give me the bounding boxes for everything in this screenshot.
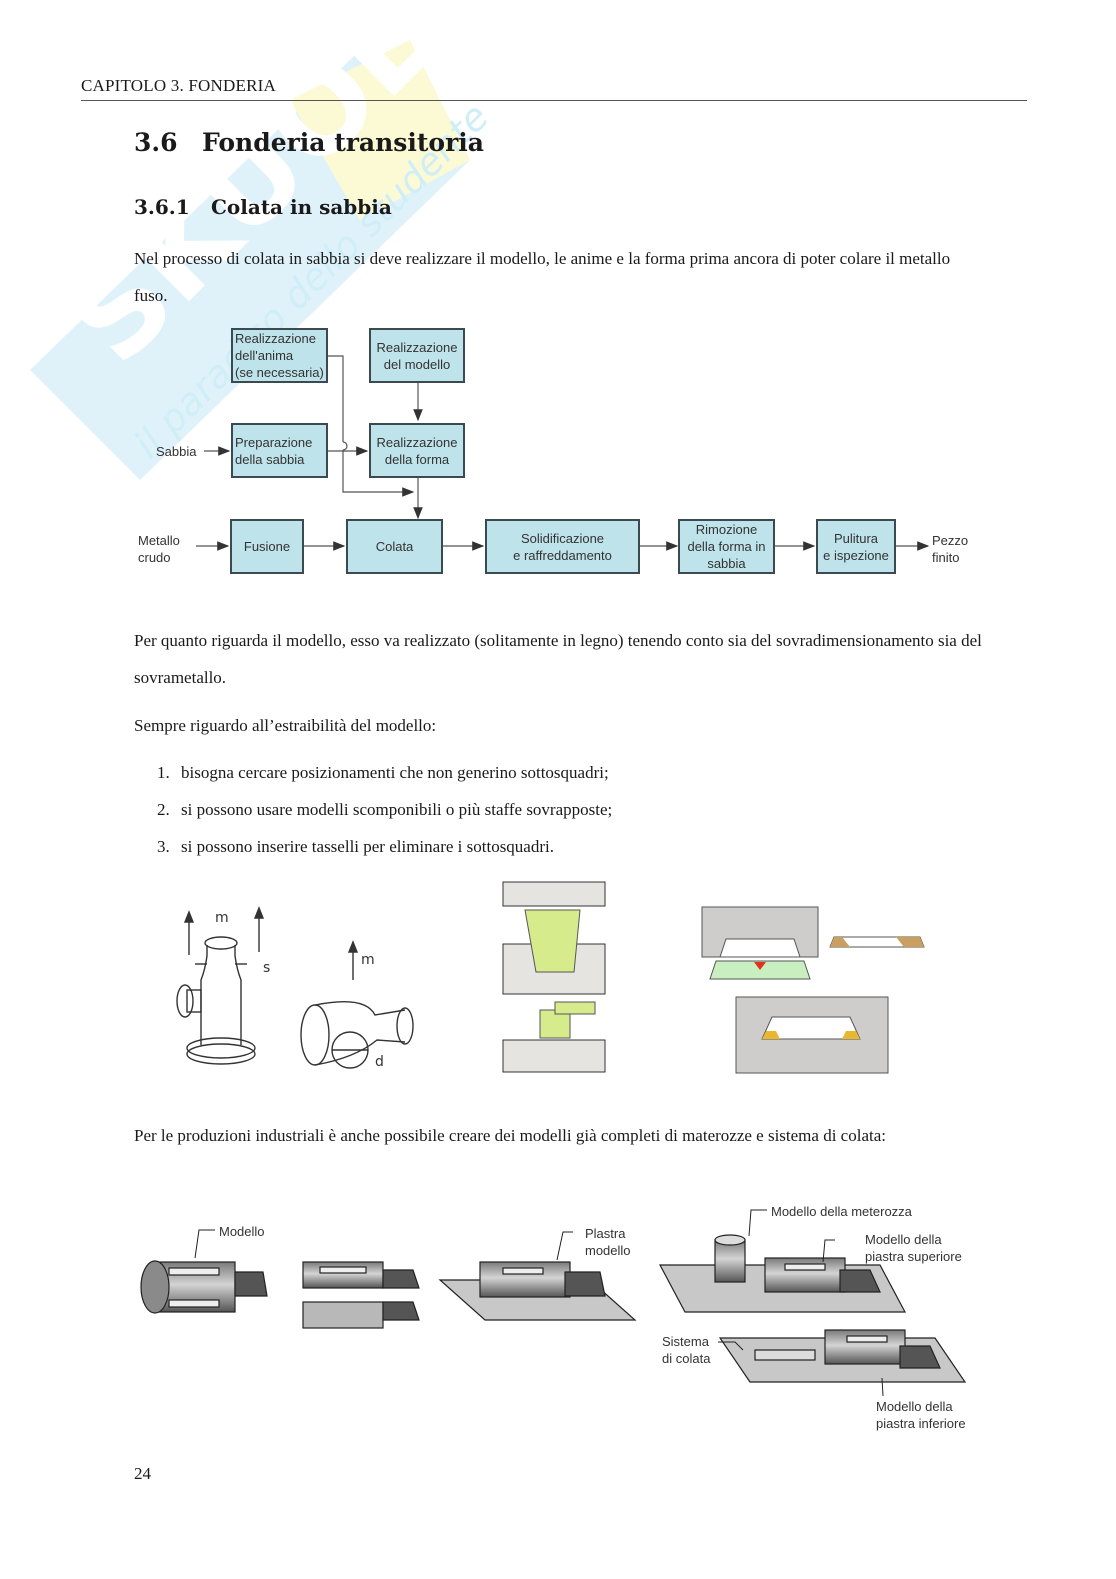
label-line: piastra inferiore bbox=[876, 1416, 966, 1431]
subsection-title: Colata in sabbia bbox=[211, 195, 392, 219]
figure-stacked-flasks bbox=[500, 880, 610, 1075]
box-text: della forma in bbox=[687, 539, 766, 554]
section-title: Fonderia transitoria bbox=[202, 128, 484, 157]
estraibilita-paragraph: Sempre riguardo all’estraibilità del mod… bbox=[134, 716, 437, 735]
label-piastra-inferiore: Modello della piastra inferiore bbox=[876, 1398, 966, 1432]
subsection-heading: 3.6.1 Colata in sabbia bbox=[134, 195, 392, 219]
list-text: si possono usare modelli scomponibili o … bbox=[181, 800, 613, 819]
label-modello-materozza: Modello della meterozza bbox=[771, 1204, 912, 1219]
box-text: della forma bbox=[384, 451, 450, 467]
box-text: sabbia bbox=[707, 556, 746, 571]
box-text: Realizzazione bbox=[376, 339, 458, 355]
figure-tasselli bbox=[700, 905, 930, 1075]
box-colata: Colata bbox=[346, 519, 443, 574]
input-sabbia: Sabbia bbox=[156, 444, 197, 459]
list-item: 3. si possono inserire tasselli per elimi… bbox=[157, 828, 977, 865]
box-text: della sabbia bbox=[235, 451, 305, 467]
estraibilita-list: 1. bisogna cercare posizionamenti che non… bbox=[157, 754, 977, 865]
list-number: 1. bbox=[157, 763, 170, 782]
section-heading: 3.6 Fonderia transitoria bbox=[134, 128, 484, 157]
label-line: finito bbox=[932, 550, 960, 565]
label-d: d bbox=[375, 1054, 384, 1070]
box-text: Realizzazione bbox=[376, 434, 458, 450]
label-line: crudo bbox=[138, 550, 171, 565]
box-text: Pulitura bbox=[833, 530, 879, 546]
stacked-flasks-sketch bbox=[502, 881, 606, 1073]
label-line: Pezzo bbox=[932, 533, 969, 548]
intro-paragraph: Nel processo di colata in sabbia si deve… bbox=[134, 249, 951, 305]
label-m2: m bbox=[361, 952, 375, 968]
label-m: m bbox=[215, 910, 229, 926]
box-text: Realizzazione bbox=[235, 331, 316, 346]
model-orientation-sketch: m s m d bbox=[176, 906, 414, 1070]
sand-casting-flowchart: Realizzazione dell'anima (se necessaria) R… bbox=[130, 320, 990, 590]
header-rule bbox=[81, 100, 1027, 101]
label-plastra-modello: Plastra modello bbox=[585, 1225, 631, 1259]
list-item: 2. si possono usare modelli scomponibili … bbox=[157, 791, 977, 828]
label-line: modello bbox=[585, 1243, 631, 1258]
box-realizzazione-anima: Realizzazione dell'anima (se necessaria) bbox=[231, 328, 328, 383]
box-fusione: Fusione bbox=[230, 519, 304, 574]
box-rimozione-forma: Rimozione della forma in sabbia bbox=[678, 519, 775, 574]
label-line: Modello della bbox=[876, 1399, 953, 1414]
box-text: Rimozione bbox=[695, 522, 758, 537]
box-text: e raffreddamento bbox=[513, 547, 612, 563]
label-sistema-colata: Sistema di colata bbox=[662, 1333, 710, 1367]
list-text: bisogna cercare posizionamenti che non g… bbox=[181, 763, 609, 782]
label-line: Metallo bbox=[138, 533, 180, 548]
modello-paragraph: Per quanto riguarda il modello, esso va … bbox=[134, 631, 982, 687]
box-text: (se necessaria) bbox=[235, 365, 324, 380]
flowchart-arrows bbox=[196, 355, 930, 551]
output-pezzo-finito: Pezzo finito bbox=[932, 532, 968, 566]
list-text: si possono inserire tasselli per elimina… bbox=[181, 837, 554, 856]
box-text: dell'anima bbox=[235, 348, 294, 363]
label-piastra-superiore: Modello della piastra superiore bbox=[865, 1231, 962, 1265]
figure-match-plate: Modello Plastra modello Modello della met… bbox=[135, 1200, 995, 1440]
label-line: di colata bbox=[662, 1351, 711, 1366]
running-header: CAPITOLO 3. FONDERIA bbox=[81, 76, 276, 95]
subsection-number: 3.6.1 bbox=[134, 195, 190, 219]
list-number: 3. bbox=[157, 837, 170, 856]
label-s: s bbox=[263, 960, 270, 976]
match-plate-sketch bbox=[140, 1209, 967, 1397]
box-text: Colata bbox=[375, 539, 414, 554]
box-text: e ispezione bbox=[823, 547, 889, 563]
section-number: 3.6 bbox=[134, 128, 178, 157]
tasselli-sketch bbox=[701, 906, 925, 1074]
industriali-paragraph: Per le produzioni industriali è anche po… bbox=[134, 1126, 886, 1145]
label-modello: Modello bbox=[219, 1224, 265, 1239]
box-text: Solidificazione bbox=[520, 530, 605, 546]
label-line: Sistema bbox=[662, 1334, 709, 1349]
label-line: Plastra bbox=[585, 1226, 626, 1241]
list-item: 1. bisogna cercare posizionamenti che non… bbox=[157, 754, 977, 791]
label-line: piastra superiore bbox=[865, 1249, 962, 1264]
box-text: del modello bbox=[383, 356, 451, 372]
label-line: Modello della bbox=[865, 1232, 942, 1247]
box-text: Preparazione bbox=[235, 434, 313, 450]
list-number: 2. bbox=[157, 800, 170, 819]
figure-model-orientation: m s m d bbox=[165, 890, 435, 1080]
input-metallo-crudo: Metallo crudo bbox=[138, 532, 180, 566]
page-number: 24 bbox=[134, 1464, 151, 1483]
box-text: Fusione bbox=[243, 539, 291, 554]
